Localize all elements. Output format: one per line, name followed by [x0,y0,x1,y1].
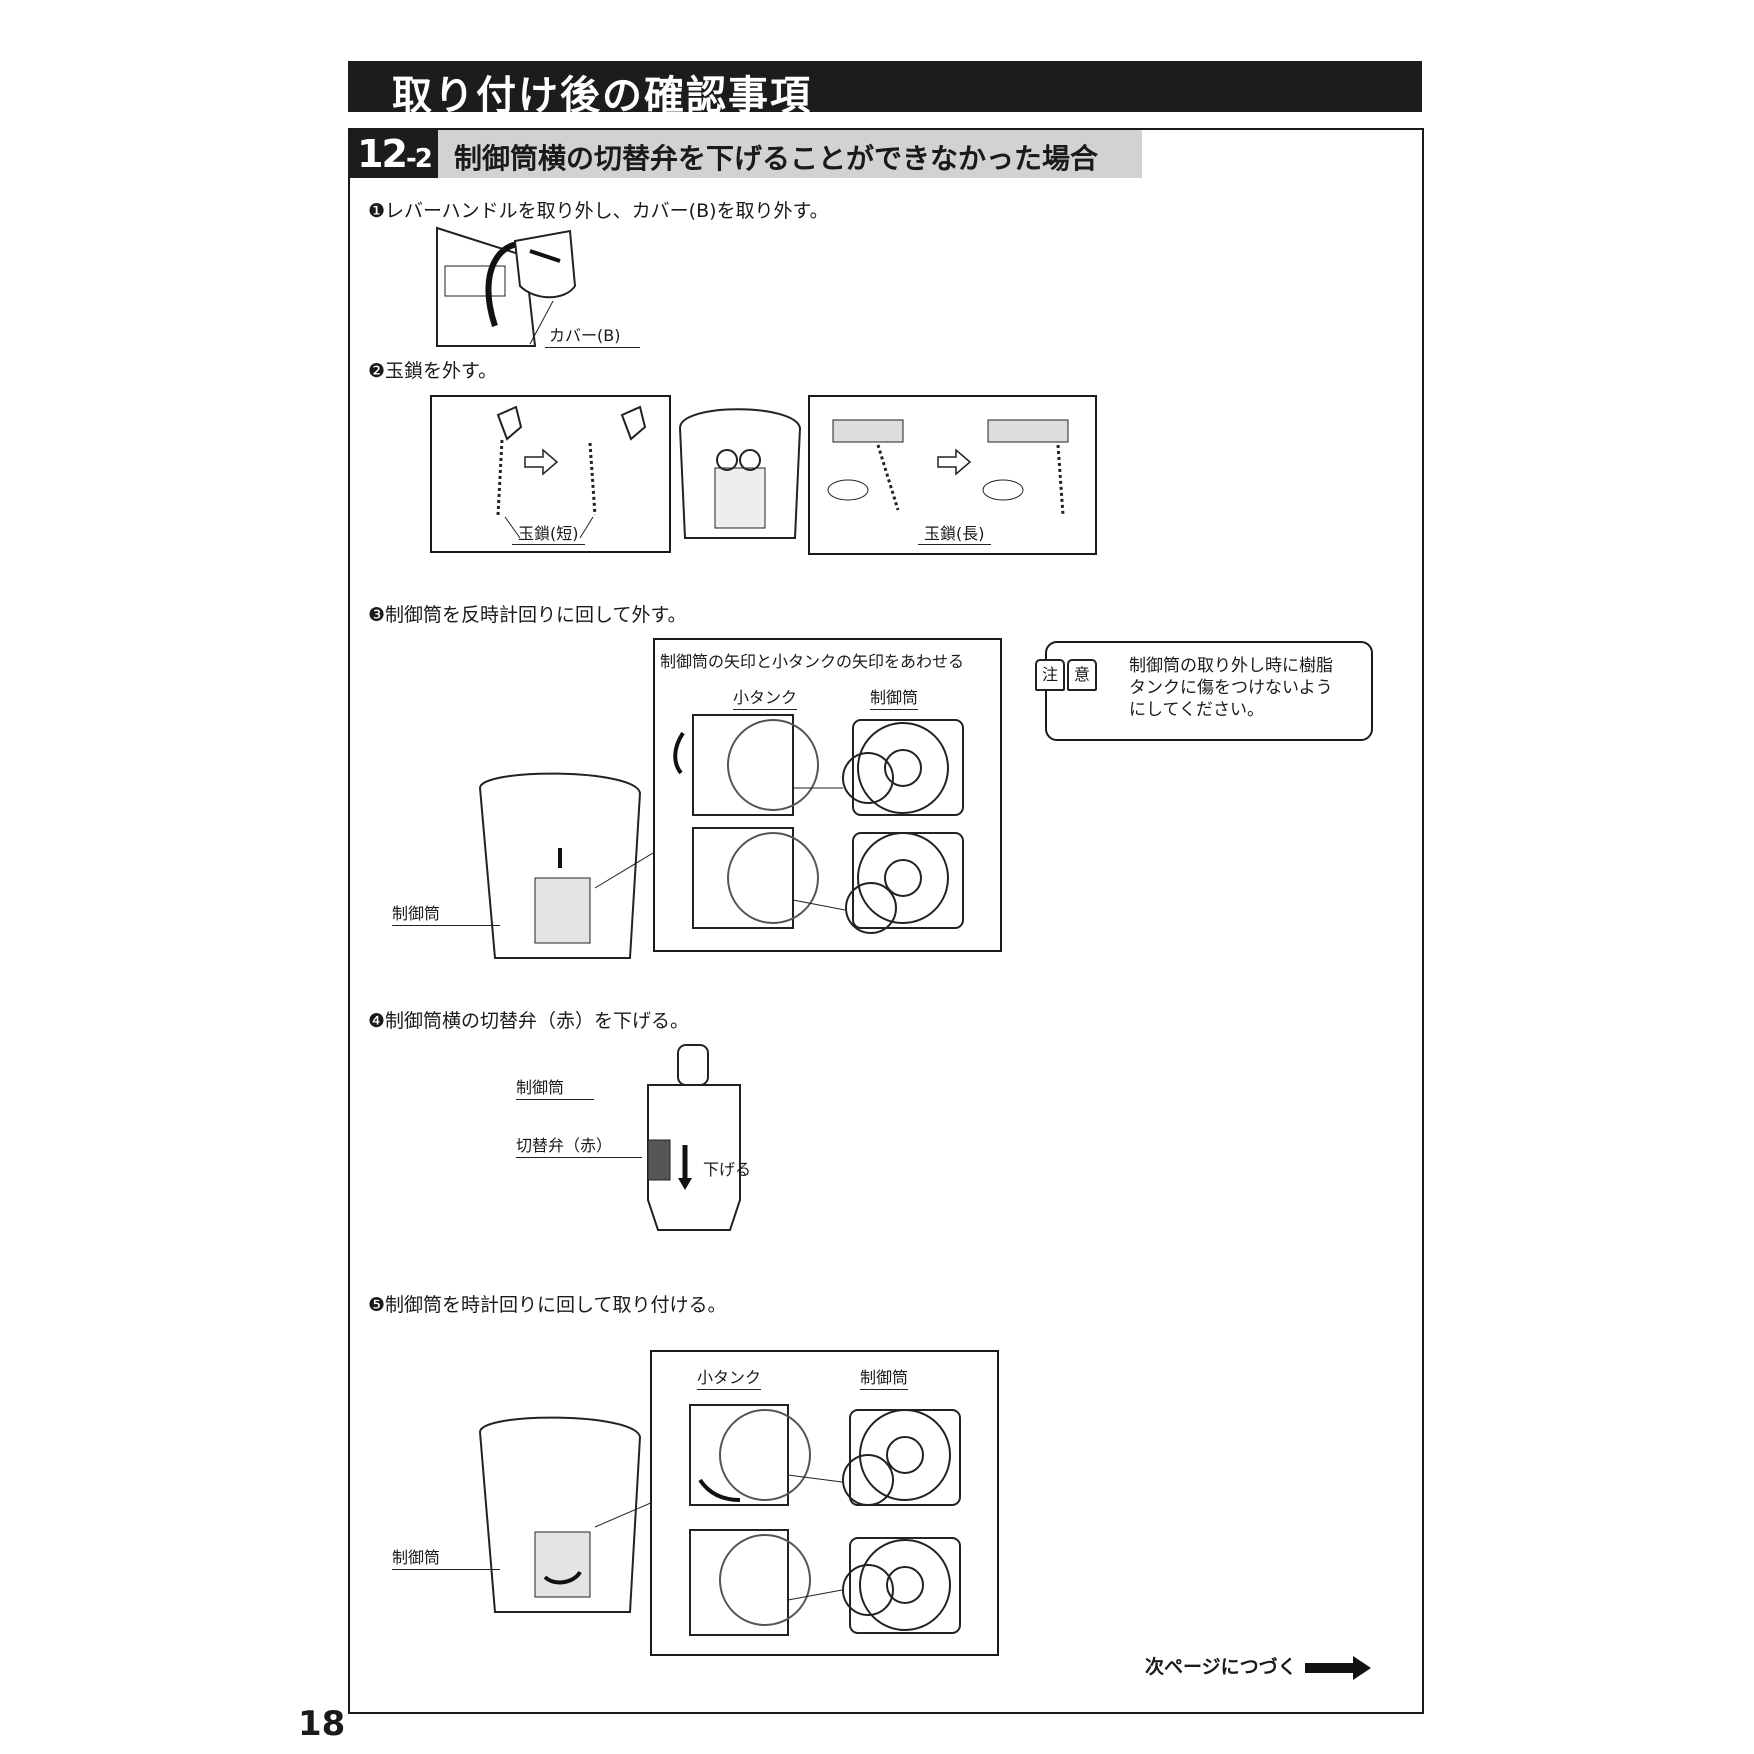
step-3-text: ❸制御筒を反時計回りに回して外す。 [368,604,687,626]
arrow-right-icon [1305,1655,1372,1680]
section-title: 制御筒横の切替弁を下げることができなかった場合 [454,142,1099,175]
section-number-main: 12 [357,132,408,176]
caution-line-2: タンクに傷をつけないよう [1129,678,1333,698]
label-long-chain: 玉鎖(長) [918,520,991,545]
tank-install-illustration [478,1416,654,1613]
page-title: 取り付け後の確認事項 [392,73,812,119]
section-number-sub: -2 [406,144,433,174]
tank-chain-illustration [678,408,802,539]
label-control-cylinder-4: 制御筒 [516,1074,595,1100]
next-page-note: 次ページにつづく [1145,1652,1373,1681]
tank-control-cylinder-illustration [478,772,654,959]
long-chain-illustration [827,419,1069,516]
caution-badge-char-2: 意 [1067,659,1097,691]
short-chain-illustration [496,405,647,539]
label-lower: 下げる [703,1160,752,1179]
step-5-text: ❺制御筒を時計回りに回して取り付ける。 [368,1294,727,1316]
cover-removal-illustration [436,226,577,347]
step-1-text: ❶レバーハンドルを取り外し、カバー(B)を取り外す。 [368,200,829,222]
caution-box: 注意 制御筒の取り外し時に樹脂 タンクに傷をつけないよう にしてください。 [1035,641,1373,741]
label-cover-b: カバー(B) [545,322,641,348]
caution-text: 制御筒の取り外し時に樹脂 タンクに傷をつけないよう にしてください。 [1129,655,1333,721]
step-2-text: ❷玉鎖を外す。 [368,360,498,382]
caution-badge-char-1: 注 [1035,659,1065,691]
label-small-tank-5: 小タンク [697,1364,762,1390]
caution-badge: 注意 [1035,659,1097,691]
section-header: 12-2 制御筒横の切替弁を下げることができなかった場合 [350,130,1142,178]
caution-line-1: 制御筒の取り外し時に樹脂 [1129,656,1333,676]
label-short-chain: 玉鎖(短) [512,520,585,545]
page-number: 18 [298,1704,346,1744]
label-control-cylinder-5b: 制御筒 [860,1364,909,1390]
label-switch-valve: 切替弁（赤） [516,1132,643,1158]
content-frame [348,128,1424,1714]
label-control-cylinder-3b: 制御筒 [870,684,919,710]
label-control-cylinder-5: 制御筒 [392,1544,501,1570]
page-title-bar: 取り付け後の確認事項 [348,61,1422,119]
alignment-detail-illustration [673,714,964,934]
step-4-text: ❹制御筒横の切替弁（赤）を下げる。 [368,1010,690,1032]
label-control-cylinder-3: 制御筒 [392,900,501,926]
label-small-tank-3: 小タンク [733,684,798,710]
section-number: 12-2 [350,130,438,178]
next-page-text: 次ページにつづく [1145,1656,1297,1678]
caution-line-3: にしてください。 [1129,700,1264,720]
control-cylinder-valve-illustration [647,1044,741,1231]
install-detail-illustration [689,1404,961,1636]
alignment-note: 制御筒の矢印と小タンクの矢印をあわせる [660,652,965,671]
